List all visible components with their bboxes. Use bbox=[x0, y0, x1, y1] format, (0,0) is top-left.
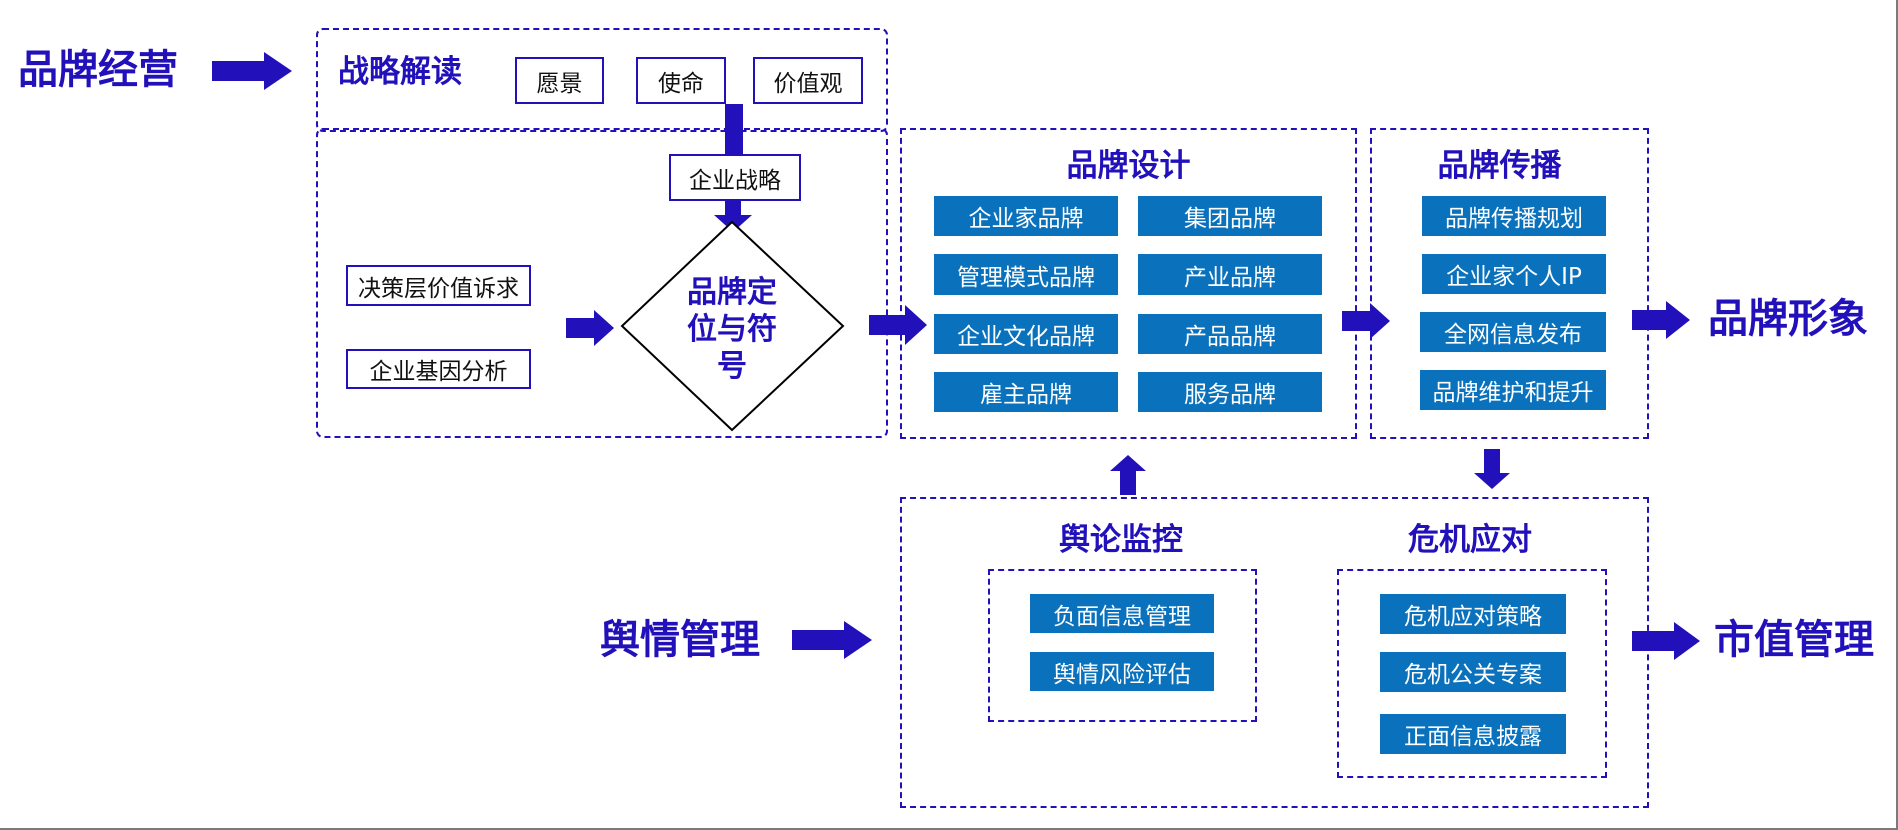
arrow-down-icon bbox=[1474, 449, 1510, 489]
network-info-release-item: 全网信息发布 bbox=[1420, 312, 1606, 352]
market-value-management-label: 市值管理 bbox=[1714, 617, 1874, 663]
diamond-line-1: 品牌定 bbox=[687, 275, 777, 310]
negative-info-management-item: 负面信息管理 bbox=[1030, 594, 1214, 633]
frame-bottom-edge bbox=[0, 828, 1898, 830]
brand-communication-group bbox=[1370, 128, 1649, 439]
opinion-monitoring-title: 舆论监控 bbox=[1059, 522, 1183, 558]
opinion-monitoring-group bbox=[988, 569, 1257, 722]
strategy-interpretation-group bbox=[316, 28, 888, 132]
arrow-up-icon bbox=[1110, 455, 1146, 495]
group-brand-item: 集团品牌 bbox=[1138, 196, 1322, 236]
crisis-response-title: 危机应对 bbox=[1408, 522, 1532, 558]
industry-brand-item: 产业品牌 bbox=[1138, 254, 1322, 295]
connector-bar bbox=[725, 104, 743, 156]
decision-value-demand-box: 决策层价值诉求 bbox=[346, 265, 531, 306]
arrow-right-icon bbox=[1632, 301, 1690, 339]
arrow-down-icon bbox=[714, 201, 752, 232]
diamond-line-3: 号 bbox=[717, 349, 747, 384]
arrow-right-icon bbox=[212, 52, 292, 90]
brand-positioning-diamond bbox=[620, 220, 846, 436]
vision-box: 愿景 bbox=[515, 57, 604, 104]
opinion-management-group bbox=[900, 497, 1649, 808]
brand-communication-title: 品牌传播 bbox=[1437, 148, 1562, 184]
service-brand-item: 服务品牌 bbox=[1138, 372, 1322, 412]
positioning-group bbox=[316, 128, 888, 438]
crisis-pr-case-item: 危机公关专案 bbox=[1380, 652, 1566, 692]
management-model-brand-item: 管理模式品牌 bbox=[934, 254, 1118, 295]
strategy-interpretation-title: 战略解读 bbox=[338, 54, 462, 90]
crisis-strategy-item: 危机应对策略 bbox=[1380, 594, 1566, 634]
mission-box: 使命 bbox=[636, 57, 726, 104]
entrepreneur-brand-item: 企业家品牌 bbox=[934, 196, 1118, 236]
corporate-gene-analysis-box: 企业基因分析 bbox=[346, 349, 531, 389]
brand-image-label: 品牌形象 bbox=[1708, 296, 1868, 342]
arrow-right-icon bbox=[566, 310, 614, 346]
communication-planning-item: 品牌传播规划 bbox=[1422, 196, 1606, 236]
brand-maintenance-item: 品牌维护和提升 bbox=[1420, 370, 1606, 410]
entrepreneur-ip-item: 企业家个人IP bbox=[1422, 254, 1606, 294]
opinion-risk-assessment-item: 舆情风险评估 bbox=[1030, 652, 1214, 691]
crisis-response-group bbox=[1337, 569, 1607, 778]
arrow-right-icon bbox=[869, 305, 927, 345]
corporate-culture-brand-item: 企业文化品牌 bbox=[934, 314, 1118, 354]
arrow-right-icon bbox=[792, 621, 872, 659]
diamond-line-2: 位与符 bbox=[687, 312, 777, 347]
arrow-right-icon bbox=[1342, 303, 1390, 339]
positive-info-disclosure-item: 正面信息披露 bbox=[1380, 714, 1566, 754]
public-opinion-management-label: 舆情管理 bbox=[600, 617, 760, 663]
brand-design-group bbox=[900, 128, 1357, 439]
brand-positioning-label: 品牌定 位与符 号 bbox=[672, 274, 792, 385]
brand-operation-label: 品牌经营 bbox=[18, 47, 178, 93]
corporate-strategy-box: 企业战略 bbox=[669, 154, 801, 201]
frame-right-edge bbox=[1896, 0, 1898, 830]
product-brand-item: 产品品牌 bbox=[1138, 314, 1322, 354]
arrow-right-icon bbox=[1632, 622, 1700, 660]
employer-brand-item: 雇主品牌 bbox=[934, 372, 1118, 412]
brand-design-title: 品牌设计 bbox=[1066, 148, 1191, 184]
values-box: 价值观 bbox=[753, 57, 863, 104]
